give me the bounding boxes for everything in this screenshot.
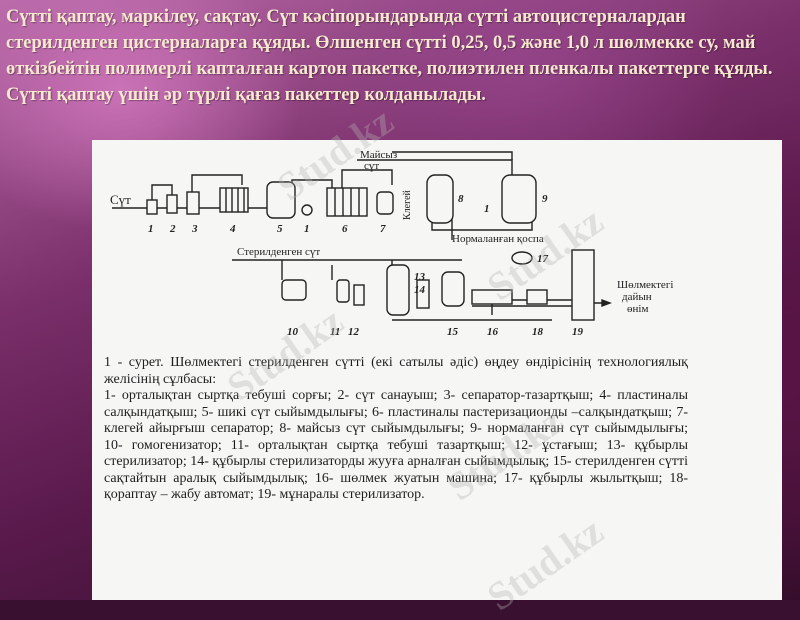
slide-heading: Сүтті қаптау, маркілеу, сақтау. Сүт кәсі…: [6, 7, 773, 105]
num-3: 3: [191, 223, 198, 235]
figure-caption: 1 - сурет. Шөлмектегі стерилденген сүтті…: [104, 355, 688, 504]
num-17: 17: [537, 253, 549, 265]
label-skim-milk-2: сүт: [364, 160, 379, 172]
num-13: 13: [414, 271, 426, 283]
label-output-2: дайын: [622, 291, 652, 303]
caption-title: Шөлмектегі стерилденген сүтті (екі сатыл…: [104, 355, 688, 387]
num-12: 12: [348, 326, 360, 338]
num-10: 10: [287, 326, 299, 338]
num-19: 19: [572, 326, 584, 338]
label-milk-in: Сүт: [110, 192, 131, 207]
num-11: 11: [330, 326, 340, 338]
label-cream: Клегей: [402, 189, 413, 220]
num-16: 16: [487, 326, 499, 338]
num-1b: 1: [304, 223, 310, 235]
label-normalized-mix: Нормаланған қоспа: [452, 233, 544, 245]
label-output-1: Шөлмектегі: [617, 279, 673, 291]
process-diagram: Сүт Майсыз сүт Клегей Нормаланған қоспа …: [110, 149, 673, 338]
label-sterilized-milk: Стерилденген сүт: [237, 246, 320, 258]
caption-items: 1- орталықтан сыртқа тебуші сорғы; 2- сү…: [104, 388, 688, 502]
num-9: 9: [542, 193, 548, 205]
num-4: 4: [229, 223, 236, 235]
num-18: 18: [532, 326, 544, 338]
num-2: 2: [169, 223, 176, 235]
num-5: 5: [277, 223, 283, 235]
figure-panel: Сүт Майсыз сүт Клегей Нормаланған қоспа …: [92, 140, 782, 600]
num-1: 1: [148, 223, 154, 235]
label-skim-milk-1: Майсыз: [360, 149, 397, 161]
num-1c: 1: [484, 203, 490, 215]
num-14: 14: [414, 284, 426, 296]
num-8: 8: [458, 193, 464, 205]
label-output-3: өнім: [627, 303, 648, 315]
num-6: 6: [342, 223, 348, 235]
num-15: 15: [447, 326, 459, 338]
caption-lead: 1 - сурет.: [104, 355, 164, 370]
num-7: 7: [380, 223, 386, 235]
